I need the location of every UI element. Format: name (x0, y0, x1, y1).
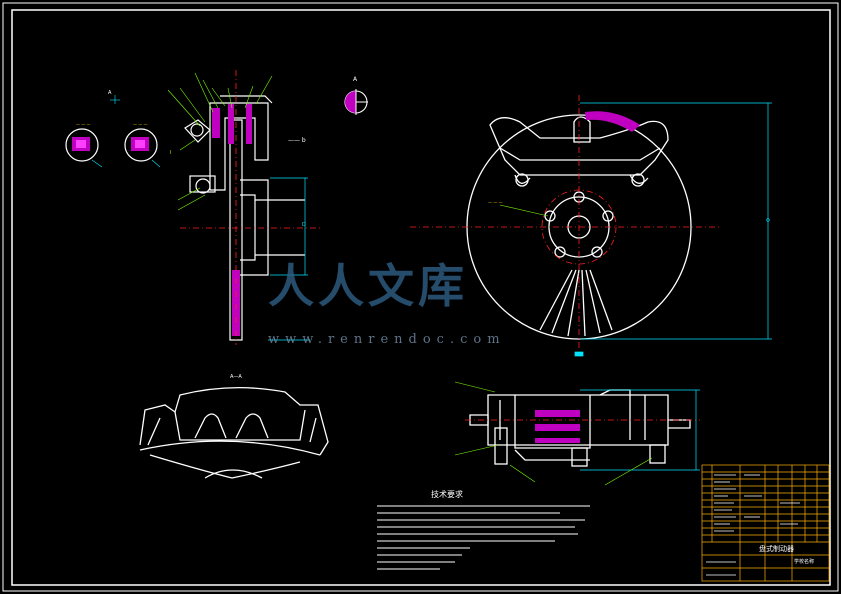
tech-req-lines (377, 505, 590, 570)
top-view-leaders (454, 381, 653, 486)
pad-view (139, 387, 329, 479)
title-block-drawing-name: 盘式制动器 (759, 545, 794, 553)
front-pad-hatch (585, 111, 640, 132)
detail-circles: — — — — — — (65, 95, 161, 168)
top-view-hatch (535, 410, 580, 443)
section-leaders (167, 72, 273, 211)
section-centerlines (180, 70, 320, 345)
front-leader-note: — — — (488, 200, 503, 205)
inner-border (11, 9, 831, 586)
front-dims: Φ (574, 102, 772, 357)
svg-text:— — —: — — — (133, 122, 148, 127)
section-hatch (212, 104, 252, 336)
title-block (701, 464, 830, 582)
front-centerlines (410, 95, 720, 350)
watermark-glyphs: 人人文库 (268, 259, 468, 313)
section-a-symbol (344, 89, 368, 115)
section-dims (268, 177, 310, 341)
svg-text:Φ: Φ (766, 218, 770, 224)
title-block-company: 学校名称 (794, 559, 815, 565)
view-mark-b: —— b (288, 137, 306, 144)
detail-a-mark: A (108, 90, 112, 96)
top-view-dims (580, 389, 700, 471)
view-mark-section: A—A (230, 374, 242, 380)
watermark-url: www.renrendoc.com (268, 332, 506, 347)
title-block-filler (706, 474, 800, 576)
view-mark-top: A (353, 76, 358, 83)
section-view (184, 95, 305, 341)
dim-d-label: D (302, 222, 306, 228)
front-leader (499, 204, 549, 217)
tech-req-title: 技术要求 (431, 490, 463, 499)
svg-text:— — —: — — — (76, 122, 91, 127)
pin-note: I (170, 150, 172, 156)
